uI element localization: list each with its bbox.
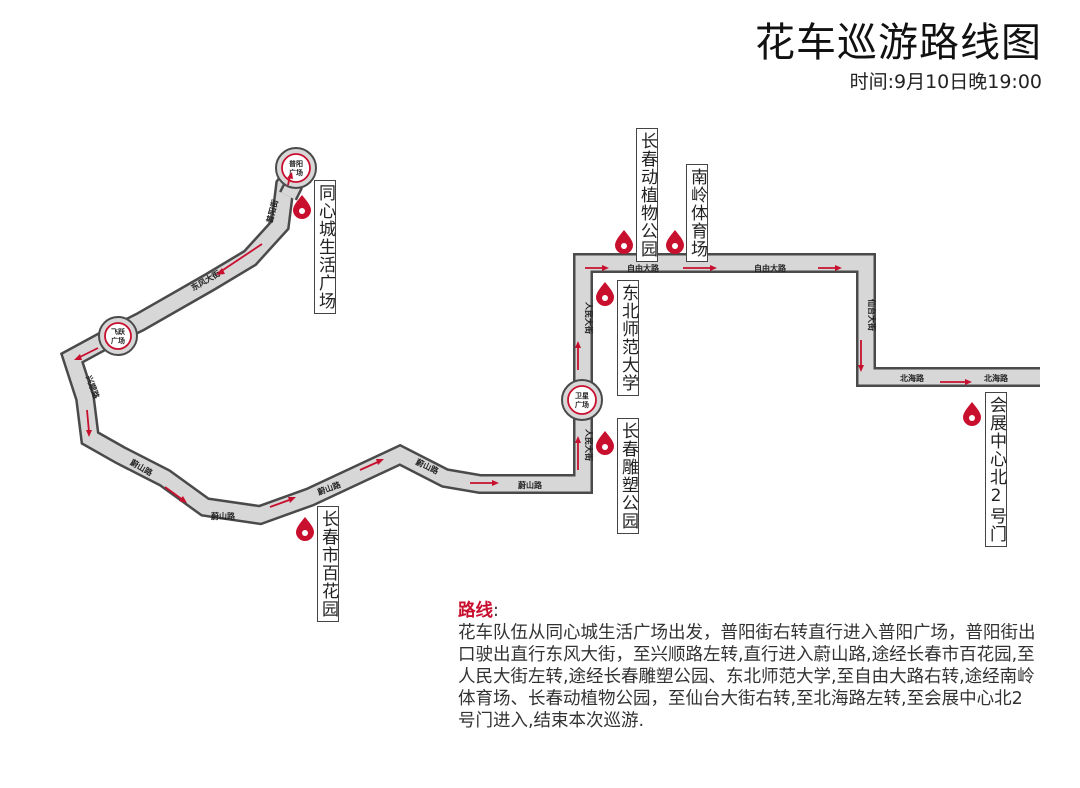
poi-label-dongzhiwu: 长春动植物公园 [636, 128, 658, 262]
map-pin-drop-icon [296, 517, 314, 541]
plaza-puyang-label-2: 广场 [289, 168, 303, 177]
poi-label-diaosu: 长春雕塑公园 [617, 418, 639, 534]
route-arrow-xiantai [858, 340, 864, 372]
map-pin-drop-icon [666, 230, 684, 254]
poi-markers [293, 195, 981, 541]
plaza-puyang: 普阳 广场 [275, 147, 317, 189]
road-label-renmin-1: 人民大街 [584, 302, 594, 334]
route-arrow-beihai [940, 379, 972, 385]
route-arrow-weishan-1 [164, 486, 187, 503]
plaza-feiyue-label-1: 飞跃 [111, 327, 126, 336]
road-label-beihai-1: 北海路 [900, 373, 925, 383]
plaza-puyang-center [281, 153, 311, 183]
plaza-weixing-label-1: 卫星 [575, 391, 589, 400]
route-arrow-ziyou-2 [683, 265, 717, 271]
route-arrow-puyang-exit [287, 172, 293, 186]
poi-label-baihuayuan: 长春市百花园 [317, 506, 339, 622]
road-label-renmin-2: 人民大街 [584, 429, 594, 461]
map-title: 花车巡游路线图 [755, 20, 1042, 66]
map-pin-drop-icon [596, 282, 614, 306]
plaza-feiyue-label-2: 广场 [111, 336, 125, 345]
poi-label-tongxin: 同心城生活广场 [314, 180, 336, 314]
poi-label-dongshi: 东北师范大学 [617, 280, 639, 396]
map-pin-drop-icon [596, 431, 614, 455]
map-pin-drop-icon [293, 195, 311, 219]
parade-time: 时间:9月10日晚19:00 [849, 71, 1042, 93]
plaza-feiyue-center [104, 322, 132, 350]
route-arrow-dongfeng [216, 243, 263, 275]
route-arrow-renmin-2 [575, 341, 581, 370]
map-header: 花车巡游路线图 时间:9月10日晚19:00 [755, 18, 1042, 94]
road-label-beihai-2: 北海路 [984, 373, 1009, 383]
route-arrow-xingshun [86, 409, 92, 437]
map-pin-drop-icon [963, 402, 981, 426]
road-label-ziyou-2: 自由大路 [754, 263, 787, 273]
poi-label-nanling: 南岭体育场 [686, 164, 708, 262]
road-main [59, 164, 1040, 526]
route-arrow-weishan-4 [470, 480, 499, 486]
road-label-weishan-2: 蔚山路 [211, 511, 236, 521]
route-text: 花车队伍从同心城生活广场出发，普阳街右转直行进入普阳广场，普阳街出口驶出直行东风… [458, 623, 1036, 731]
route-heading: 路线 [458, 601, 493, 621]
plaza-weixing: 卫星 广场 [561, 379, 603, 421]
road-label-xiantai: 仙台大街 [867, 299, 877, 331]
route-arrows [74, 172, 972, 508]
route-description: 路线: 花车队伍从同心城生活广场出发，普阳街右转直行进入普阳广场，普阳街出口驶出… [458, 600, 1038, 732]
plaza-puyang-label-1: 普阳 [289, 159, 303, 168]
road-label-weishan-5: 蔚山路 [518, 480, 543, 490]
map-pin-drop-icon [615, 230, 633, 254]
plaza-feiyue: 飞跃 广场 [98, 316, 138, 356]
route-arrow-weishan-3 [359, 459, 384, 471]
plaza-weixing-label-2: 广场 [575, 400, 589, 409]
route-arrow-ziyou-3 [818, 265, 842, 271]
route-arrow-ziyou-1 [585, 265, 609, 271]
route-arrow-renmin-1 [575, 436, 581, 470]
road-network [59, 164, 1040, 526]
route-arrow-weishan-2 [269, 497, 296, 508]
plaza-weixing-center [567, 385, 597, 415]
route-heading-colon: : [493, 601, 499, 621]
route-arrow-feiyue [74, 347, 99, 360]
poi-label-huizhan: 会展中心北2号门 [985, 392, 1007, 547]
road-label-ziyou-1: 自由大路 [627, 263, 660, 273]
